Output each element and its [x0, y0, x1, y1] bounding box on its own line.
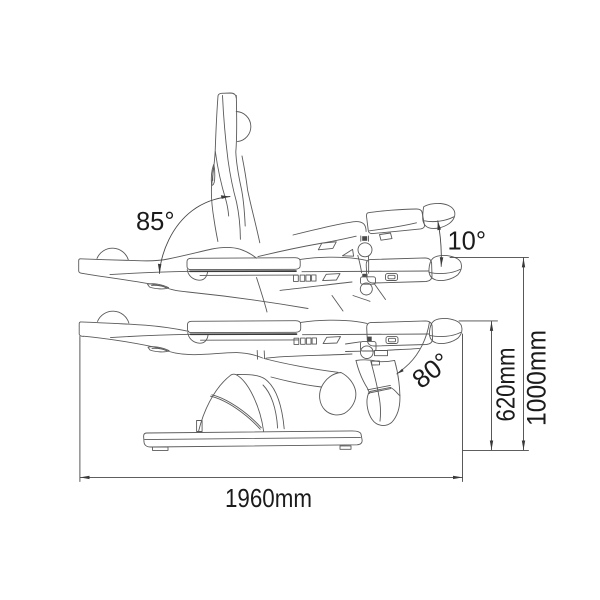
svg-text:1000mm: 1000mm: [522, 330, 552, 426]
svg-text:85°: 85°: [136, 208, 175, 236]
svg-text:620mm: 620mm: [491, 348, 521, 422]
svg-text:10°: 10°: [448, 228, 487, 256]
svg-text:1960mm: 1960mm: [225, 483, 312, 513]
svg-text:80°: 80°: [406, 346, 455, 394]
